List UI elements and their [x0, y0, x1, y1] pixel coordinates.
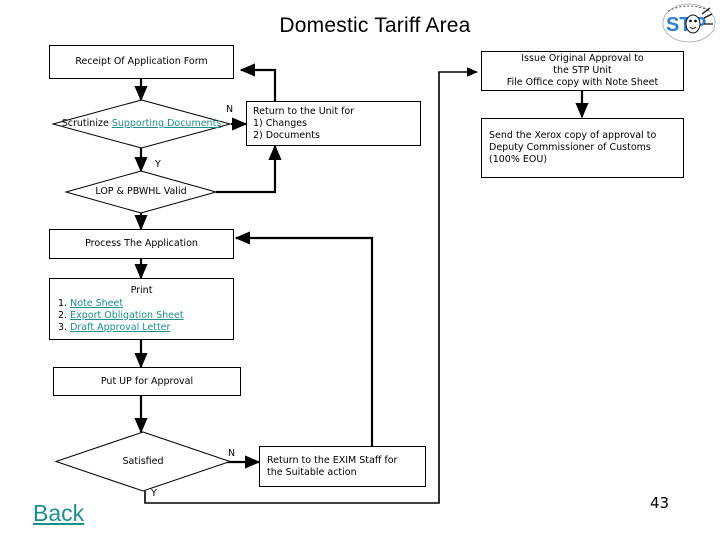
- node-putup-label: Put UP for Approval: [100, 375, 194, 387]
- diamond-shape-scrutinize: [51, 99, 232, 149]
- stp-logo-icon: ST P: [662, 3, 716, 43]
- node-receipt-of-application-form[interactable]: Receipt Of Application Form: [49, 45, 234, 79]
- node-scrutinize-label: Scrutinize Supporting Documents: [53, 100, 230, 148]
- print-item[interactable]: 2. Export Obligation Sheet: [58, 310, 225, 322]
- node-receipt-label: Receipt Of Application Form: [75, 56, 208, 67]
- node-return-to-unit[interactable]: Return to the Unit for 1) Changes 2) Doc…: [246, 101, 421, 146]
- node-return-to-exim-staff[interactable]: Return to the EXIM Staff for the Suitabl…: [259, 446, 426, 487]
- print-heading: Print: [130, 284, 153, 296]
- draft-approval-letter-link[interactable]: Draft Approval Letter: [70, 321, 171, 333]
- node-satisfied-label: Satisfied: [122, 455, 164, 467]
- return-unit-line-1: Return to the Unit for: [253, 105, 355, 117]
- return-exim-line-2: the Suitable action: [267, 466, 357, 478]
- page-number: 43: [650, 494, 670, 512]
- page-title: Domestic Tariff Area: [279, 14, 471, 37]
- issue-approval-line-2: the STP Unit: [553, 65, 612, 76]
- back-link[interactable]: Back: [33, 500, 85, 526]
- diamond-shape-satisfied: [54, 431, 232, 492]
- node-send-xerox-copy[interactable]: Send the Xerox copy of approval to Deput…: [481, 118, 684, 178]
- export-obligation-sheet-link[interactable]: Export Obligation Sheet: [70, 309, 184, 321]
- branch-label-satisfied-no: N: [228, 448, 236, 459]
- issue-approval-line-3: File Office copy with Note Sheet: [506, 77, 659, 88]
- edge-exim-to-process: [234, 231, 374, 446]
- stp-logo: ST P: [660, 2, 718, 44]
- branch-label-satisfied-yes: Y: [151, 488, 157, 499]
- return-unit-line-3: 2) Documents: [253, 129, 320, 141]
- edge-lop-no: [216, 144, 282, 194]
- node-scrutinize-documents[interactable]: Scrutinize Supporting Documents: [51, 99, 232, 149]
- node-process-the-application[interactable]: Process The Application: [49, 229, 234, 259]
- print-item-number: 2.: [58, 309, 68, 321]
- node-satisfied[interactable]: Satisfied: [54, 431, 232, 492]
- node-issue-original-approval[interactable]: Issue Original Approval to the STP Unit …: [481, 51, 684, 91]
- note-sheet-link[interactable]: Note Sheet: [70, 297, 124, 309]
- send-xerox-line-1: Send the Xerox copy of approval to: [489, 130, 657, 141]
- branch-label-scrutinize-no: N: [226, 104, 234, 115]
- node-print-documents[interactable]: Print 1. Note Sheet 2. Export Obligation…: [49, 278, 234, 340]
- print-item[interactable]: 3. Draft Approval Letter: [58, 322, 225, 334]
- print-item[interactable]: 1. Note Sheet: [58, 298, 225, 310]
- node-lop-label: LOP & PBWHL Valid: [95, 186, 187, 197]
- svg-text:ST: ST: [666, 14, 692, 36]
- branch-label-scrutinize-yes: Y: [155, 159, 161, 170]
- issue-approval-line-1: Issue Original Approval to: [521, 53, 644, 64]
- send-xerox-line-3: (100% EOU): [489, 154, 548, 165]
- edge-return-unit-to-receipt: [239, 63, 277, 101]
- node-put-up-for-approval[interactable]: Put UP for Approval: [53, 367, 241, 396]
- node-lop-pbwhl-valid[interactable]: LOP & PBWHL Valid: [64, 170, 218, 214]
- send-xerox-line-2: Deputy Commissioner of Customs: [489, 142, 651, 153]
- supporting-documents-link[interactable]: Supporting Documents: [111, 118, 222, 129]
- print-item-number: 1.: [58, 297, 68, 309]
- print-item-number: 3.: [58, 321, 68, 333]
- diamond-shape-lop: [64, 170, 218, 214]
- return-unit-line-2: 1) Changes: [253, 117, 308, 129]
- scrutinize-prefix: Scrutinize: [61, 118, 112, 129]
- node-process-label: Process The Application: [85, 238, 198, 249]
- return-exim-line-1: Return to the EXIM Staff for: [267, 454, 398, 466]
